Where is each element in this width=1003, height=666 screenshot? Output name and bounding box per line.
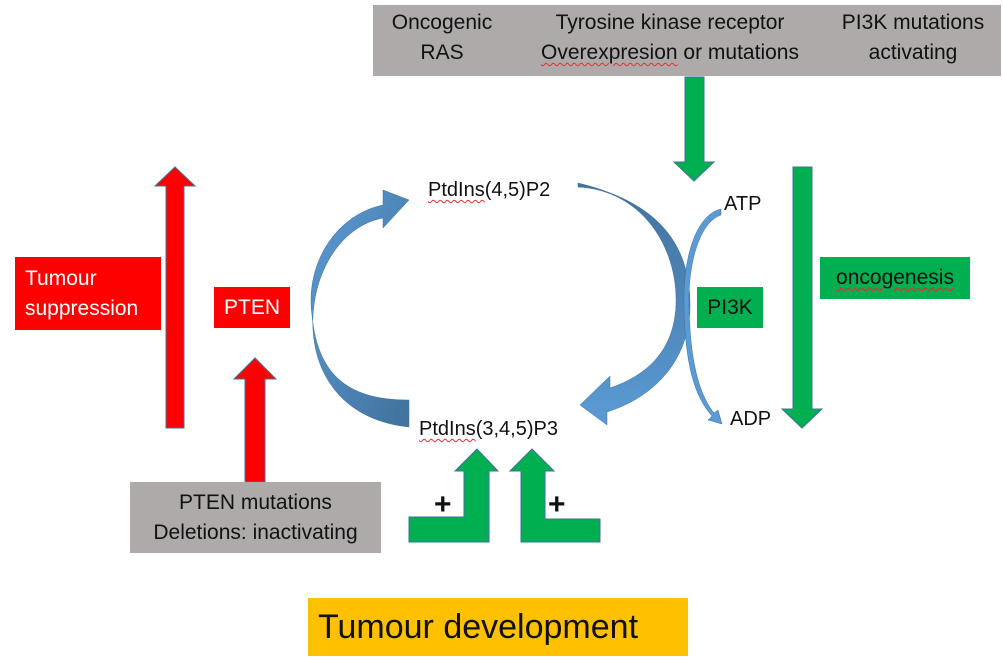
green-bent-arrow-right xyxy=(508,448,601,543)
green-down-arrow-oncogenesis xyxy=(780,166,824,429)
tumour-development-box: Tumour development xyxy=(308,598,688,656)
plus-sign-right: + xyxy=(548,488,566,521)
plus-sign-left: + xyxy=(434,488,452,521)
blue-curved-arrow-right xyxy=(577,182,691,426)
green-down-arrow-top xyxy=(672,76,716,182)
red-up-arrow-short xyxy=(232,357,278,483)
oncogenesis-box: oncogenesis xyxy=(820,257,970,299)
pi3k-box: PI3K xyxy=(697,287,763,328)
pten-box: PTEN xyxy=(214,287,290,328)
adp-label: ADP xyxy=(730,408,772,430)
pi3k-mutations-label: PI3K mutations activating xyxy=(841,11,985,64)
ptdins-45-p2-label: PtdIns(4,5)P2 xyxy=(428,179,551,201)
upstream-activators-box xyxy=(373,5,1001,76)
ptdins-345-p3-label: PtdIns(3,4,5)P3 xyxy=(419,418,558,440)
tyrosine-kinase-label: Tyrosine kinase receptor Overexpresion o… xyxy=(541,11,799,64)
blue-thin-arrow-atp-adp xyxy=(683,208,723,425)
red-up-arrow-long xyxy=(153,166,197,429)
oncogenic-ras-label: Oncogenic RAS xyxy=(391,11,493,64)
pten-mutations-box: PTEN mutations Deletions: inactivating xyxy=(130,482,381,553)
green-bent-arrow-left xyxy=(408,448,500,543)
blue-curved-arrow-left xyxy=(310,189,410,428)
tumour-suppression-box: Tumour suppression xyxy=(15,257,161,330)
atp-label: ATP xyxy=(724,193,762,215)
